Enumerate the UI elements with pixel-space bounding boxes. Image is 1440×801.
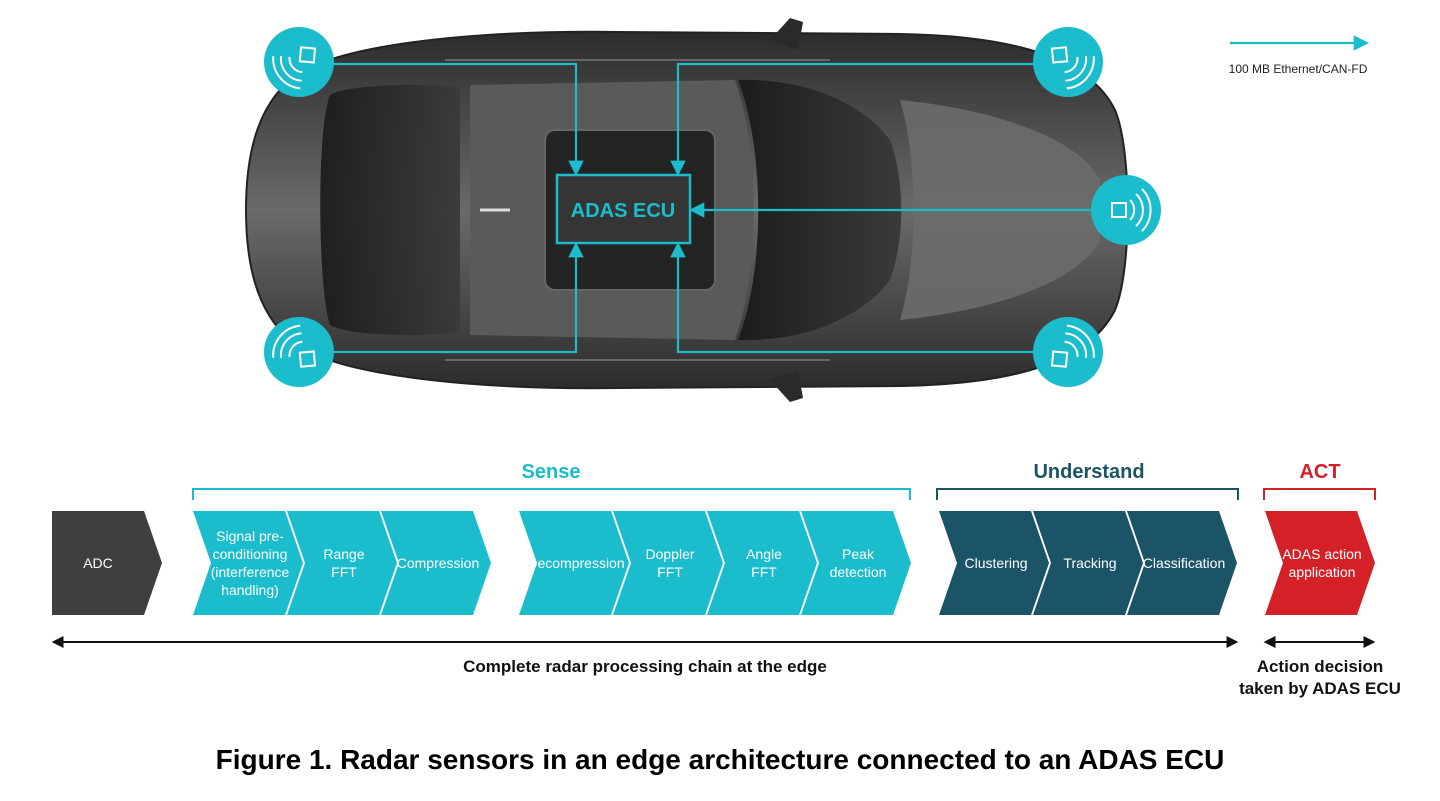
chevron-label: Decompression xyxy=(527,555,624,571)
group-sense-title: Sense xyxy=(522,461,581,483)
chevron-label: (interference xyxy=(211,564,290,580)
chain-range-arrow: Complete radar processing chain at the e… xyxy=(51,636,1239,676)
radar-sensor-icon xyxy=(1050,324,1095,368)
chevron-label: ADAS action xyxy=(1282,546,1361,562)
chevron-step-4: Compression xyxy=(381,511,491,615)
group-sense: Sense xyxy=(192,461,911,500)
radar-sensor-front-left xyxy=(264,27,334,97)
chevron-step-2: Signal pre-conditioning (interference hand… xyxy=(193,511,303,615)
chevron-shape xyxy=(801,511,911,615)
chevron-step-11: Classification xyxy=(1127,511,1237,615)
chevron-label: Doppler xyxy=(645,546,694,562)
chevron-label: Angle xyxy=(746,546,782,562)
radar-sensor-icon xyxy=(272,46,317,90)
link-front-right xyxy=(670,62,1068,177)
action-label-line-1: Action decision xyxy=(1257,657,1384,676)
group-understand: Understand xyxy=(936,461,1239,500)
action-range-arrow: Action decision taken by ADAS ECU xyxy=(1239,636,1401,698)
chevron-label: FFT xyxy=(751,564,777,580)
group-understand-title: Understand xyxy=(1033,461,1144,483)
radar-sensor-front-center xyxy=(1091,175,1161,245)
radar-sensors xyxy=(264,27,1161,387)
chevron-step-5: Decompression xyxy=(519,511,629,615)
chevron-label: detection xyxy=(830,564,887,580)
radar-sensor-icon xyxy=(1111,188,1152,232)
chevron-shape xyxy=(1127,511,1237,615)
radar-sensor-rear-left xyxy=(264,317,334,387)
chevron-label: ADC xyxy=(83,555,113,571)
chevron-label: Peak xyxy=(842,546,875,562)
chevron-shape xyxy=(1265,511,1375,615)
radar-sensor-icon xyxy=(1050,46,1095,90)
adas-ecu-box: ADAS ECU xyxy=(555,173,692,245)
chevron-step-8: Peak detection xyxy=(801,511,911,615)
chevron-step-10: Tracking xyxy=(1033,511,1143,615)
group-act-title: ACT xyxy=(1299,461,1340,483)
chevron-label: Classification xyxy=(1143,555,1225,571)
radar-sensor-icon xyxy=(272,324,317,368)
chevron-step-9: Clustering xyxy=(939,511,1049,615)
adas-ecu-label: ADAS ECU xyxy=(571,200,675,222)
chain-label: Complete radar processing chain at the e… xyxy=(463,657,827,676)
chevron-label: Signal pre- xyxy=(216,528,284,544)
chevron-shape xyxy=(193,511,303,615)
processing-chain: ADC Signal pre-conditioning (interference h… xyxy=(52,511,1375,615)
legend: 100 MB Ethernet/CAN-FD xyxy=(1229,35,1370,76)
chevron-step-1: ADC xyxy=(52,511,162,615)
link-rear-left xyxy=(300,241,584,354)
chevron-shape xyxy=(613,511,723,615)
chevron-label: handling) xyxy=(221,582,279,598)
chevron-shape xyxy=(381,511,491,615)
action-label-line-2: taken by ADAS ECU xyxy=(1239,679,1401,698)
chevron-shape xyxy=(707,511,817,615)
legend-label: 100 MB Ethernet/CAN-FD xyxy=(1229,62,1368,76)
chevron-label: FFT xyxy=(331,564,357,580)
link-front-left xyxy=(300,62,584,177)
chevron-shape xyxy=(939,511,1049,615)
radar-sensor-rear-right xyxy=(1033,317,1103,387)
radar-sensor-front-right xyxy=(1033,27,1103,97)
chevron-shape xyxy=(287,511,397,615)
chevron-label: application xyxy=(1289,564,1356,580)
chevron-label: Compression xyxy=(397,555,479,571)
group-act: ACT xyxy=(1263,461,1376,500)
chevron-step-12: ADAS action application xyxy=(1265,511,1375,615)
network-links xyxy=(300,62,1126,354)
chevron-label: Range xyxy=(323,546,364,562)
chevron-label: Tracking xyxy=(1063,555,1116,571)
chevron-label: conditioning xyxy=(213,546,288,562)
figure-caption: Figure 1. Radar sensors in an edge archi… xyxy=(215,744,1225,775)
chevron-label: FFT xyxy=(657,564,683,580)
chevron-shape xyxy=(519,511,629,615)
chevron-shape xyxy=(1033,511,1143,615)
chevron-shape xyxy=(52,511,162,615)
link-rear-right xyxy=(670,241,1068,354)
chevron-label: Clustering xyxy=(964,555,1027,571)
